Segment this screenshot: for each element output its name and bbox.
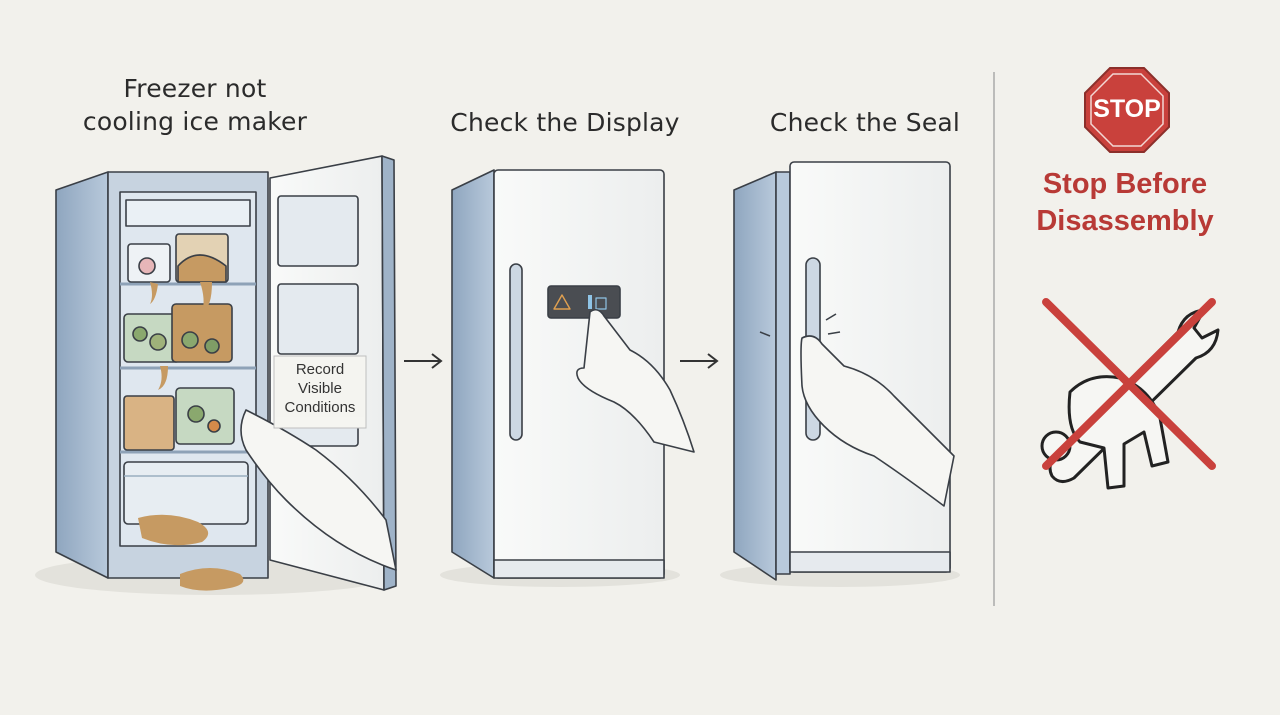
prohibition-icon <box>1042 298 1216 470</box>
seal-check-illustration <box>720 161 960 587</box>
stop-sign-icon <box>1084 67 1170 153</box>
hand-icon <box>800 335 955 507</box>
wrench-icon <box>1040 308 1220 490</box>
arrow-right-icon <box>404 353 443 369</box>
stop-caption: Stop Before Disassembly <box>1036 168 1214 237</box>
stop-sign-text: STOP <box>1093 95 1161 123</box>
display-check-illustration <box>440 169 695 587</box>
warning-icon <box>553 294 571 310</box>
control-display <box>547 285 621 319</box>
step3-title: Check the Seal <box>769 108 961 137</box>
hand-icon <box>240 409 397 571</box>
record-visible-conditions-note: Record Visible Conditions <box>276 360 364 417</box>
arrow-right-icon <box>680 353 719 369</box>
step2-title: Check the Display <box>450 108 680 137</box>
step1-title: Freezer not cooling ice maker <box>82 74 308 136</box>
hand-icon <box>576 308 695 453</box>
